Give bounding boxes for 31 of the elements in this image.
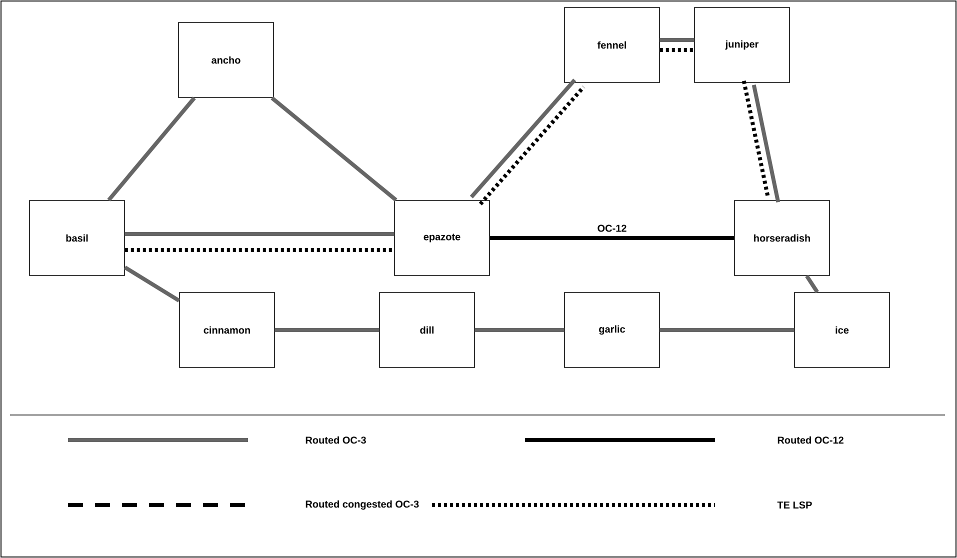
- link-line: [742, 80, 770, 198]
- link-line: [490, 236, 734, 240]
- router-box: ice: [794, 292, 890, 368]
- router-box: fennel: [564, 7, 660, 83]
- link-line: [124, 232, 394, 236]
- router-box: horseradish: [734, 200, 830, 276]
- link-line: [474, 328, 564, 332]
- router-box: basil: [29, 200, 125, 276]
- router-box: ancho: [178, 22, 274, 98]
- legend-text: Routed OC-12: [778, 436, 844, 444]
- link-line: [124, 266, 180, 302]
- link-line: [107, 96, 196, 202]
- router-box: juniper: [694, 7, 790, 83]
- router-box: dill: [379, 292, 475, 368]
- router-box: garlic: [564, 292, 660, 368]
- legend-text: TE LSP: [777, 501, 812, 509]
- link-line: [752, 84, 780, 203]
- link-line: [660, 48, 694, 52]
- legend-text: Routed OC-3: [306, 436, 366, 444]
- link-line: [270, 96, 398, 202]
- link-line: [478, 86, 586, 206]
- link-line: [470, 78, 576, 198]
- link-line: [124, 248, 394, 252]
- link-line: [660, 328, 794, 332]
- router-box: epazote: [394, 200, 490, 276]
- router-box: cinnamon: [179, 292, 275, 368]
- link-line: [805, 274, 819, 294]
- legend-text: Routed congested OC-3: [306, 500, 419, 510]
- edge-label: OC-12: [596, 224, 628, 233]
- link-line: [660, 38, 694, 42]
- link-line: [274, 328, 380, 332]
